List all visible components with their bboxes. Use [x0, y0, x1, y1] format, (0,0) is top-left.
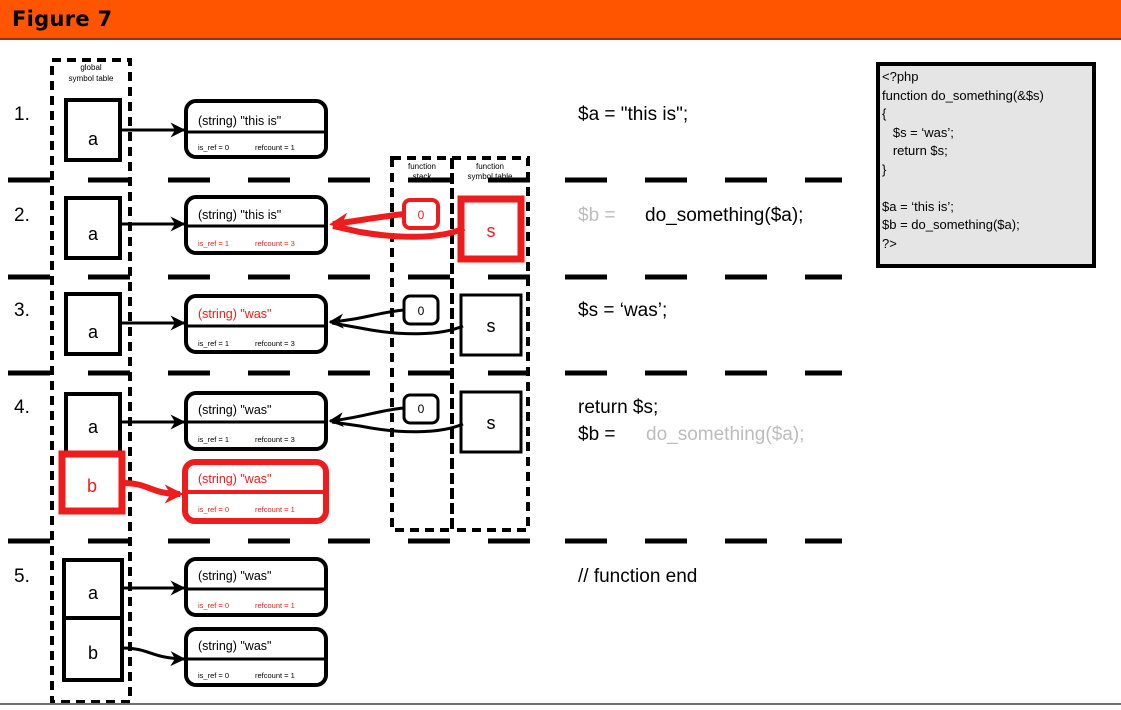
- stack-reference-arrow: [328, 406, 405, 428]
- zval-is-ref: is_ref = 1: [198, 339, 229, 348]
- code-line-5: return $s;: [882, 143, 948, 158]
- symbol-s-box: [459, 293, 523, 357]
- symbol-a-label: a: [88, 417, 99, 437]
- code-line-6: }: [882, 161, 887, 177]
- code-line-3: {: [882, 106, 887, 121]
- zval-container: [184, 627, 328, 687]
- step-number-4: 4.: [14, 397, 30, 418]
- zval-refcount: refcount = 3: [255, 339, 295, 348]
- statement-step-3: $s = ‘was’;: [578, 300, 667, 321]
- symbol-a-label: a: [88, 224, 99, 244]
- code-line-8: $a = ‘this is’;: [882, 198, 954, 214]
- function-symbol-table-frame: [450, 156, 530, 532]
- symbol-reference-arrow: [331, 321, 464, 336]
- stack-reference-arrow: [329, 211, 405, 232]
- code-line-10: ?>: [882, 235, 897, 251]
- symbol-s-box: [459, 390, 523, 454]
- step-number-1: 1.: [14, 104, 30, 125]
- code-line-9: $b = do_something($a);: [882, 217, 1020, 232]
- function-stack-label-line1: function: [408, 162, 436, 171]
- statement-step-1: $a = "this is";: [578, 104, 688, 125]
- step-3: a (string) "was" is_ref = 1 refcount = 3…: [64, 292, 523, 357]
- zval-container: [184, 99, 328, 159]
- new-zval-type: (string) "was": [198, 472, 271, 486]
- step-separators: [8, 177, 842, 544]
- step-5: a (string) "was" is_ref = 0 refcount = 1…: [62, 557, 328, 687]
- zval-container: [184, 294, 328, 354]
- zval-container: [184, 557, 328, 617]
- global-table-label-line2: symbol table: [69, 74, 114, 83]
- footer-rule: [0, 703, 1121, 705]
- zval-is-ref: is_ref = 0: [198, 143, 229, 152]
- symbol-a-label: a: [88, 129, 99, 149]
- global-table-label-line1: global: [80, 63, 102, 72]
- statement-step-2-call: do_something($a);: [645, 205, 803, 226]
- zval-is-ref: is_ref = 1: [198, 435, 229, 444]
- zval-type: (string) "this is": [198, 114, 281, 128]
- statement-step-4-call: do_something($a);: [646, 424, 804, 445]
- step-1: a (string) "this is" is_ref = 0 refcount…: [64, 98, 328, 162]
- code-line-2: function do_something(&$s): [882, 87, 1044, 103]
- step-4: a (string) "was" is_ref = 1 refcount = 3…: [58, 390, 523, 524]
- statement-step-2-prefix: $b =: [578, 205, 616, 226]
- symbol-reference-arrow: [332, 223, 466, 240]
- code-line-7: [882, 179, 1092, 198]
- new-zval-refcount: refcount = 1: [255, 505, 295, 514]
- statement-step-4-return: return $s;: [578, 397, 658, 418]
- function-symbol-table-label-line1: function: [476, 162, 504, 171]
- zval-refcount: refcount = 1: [255, 143, 295, 152]
- zval-type: (string) "was": [198, 639, 271, 653]
- reference-arrow: [121, 646, 186, 667]
- statement-step-4-prefix: $b =: [578, 424, 616, 445]
- step-number-5: 5.: [14, 566, 30, 587]
- figure-title: Figure 7: [12, 7, 113, 31]
- zval-type: (string) "was": [198, 569, 271, 583]
- zval-refcount: refcount = 3: [255, 435, 295, 444]
- step-number-2: 2.: [14, 205, 30, 226]
- stack-entry-value: 0: [418, 402, 425, 416]
- zval-refcount: refcount = 3: [255, 239, 295, 248]
- stack-entry-value: 0: [418, 304, 425, 318]
- symbol-a-label: a: [88, 583, 99, 603]
- symbol-s-label: s: [487, 413, 496, 433]
- php-code-listing: <?php function do_something(&$s) { $s = …: [876, 62, 1096, 268]
- zval-refcount: refcount = 1: [255, 671, 295, 680]
- step-number-3: 3.: [14, 300, 30, 321]
- zval-refcount: refcount = 1: [255, 601, 295, 610]
- symbol-b-box: [58, 450, 126, 515]
- zval-is-ref: is_ref = 1: [198, 239, 229, 248]
- symbol-a-label: a: [88, 322, 99, 342]
- code-line-4: $s = ‘was’;: [882, 124, 954, 140]
- function-stack-label-line2: stack: [413, 172, 433, 181]
- symbol-b-label: b: [87, 476, 97, 496]
- new-zval-is-ref: is_ref = 0: [198, 505, 229, 514]
- statement-step-5: // function end: [578, 566, 697, 587]
- step-2: a (string) "this is" is_ref = 1 refcount…: [64, 195, 525, 263]
- stack-entry-value: 0: [418, 208, 425, 222]
- symbol-reference-arrow: [331, 420, 464, 434]
- symbol-a-box: [64, 196, 122, 260]
- symbol-b-label: b: [88, 643, 98, 663]
- global-symbol-table-frame: [50, 58, 132, 704]
- zval-type: (string) "was": [198, 307, 271, 321]
- zval-type: (string) "was": [198, 403, 271, 417]
- zval-is-ref: is_ref = 0: [198, 671, 229, 680]
- new-reference-arrow: [122, 480, 184, 504]
- zval-is-ref: is_ref = 0: [198, 601, 229, 610]
- function-symbol-table-label-line2: symbol table: [468, 172, 513, 181]
- stack-reference-arrow: [328, 308, 405, 329]
- code-line-1: <?php: [882, 69, 919, 84]
- figure-header: Figure 7: [0, 0, 1121, 40]
- symbol-s-label: s: [487, 316, 496, 336]
- zval-type: (string) "this is": [198, 208, 281, 222]
- symbol-s-label: s: [487, 221, 496, 241]
